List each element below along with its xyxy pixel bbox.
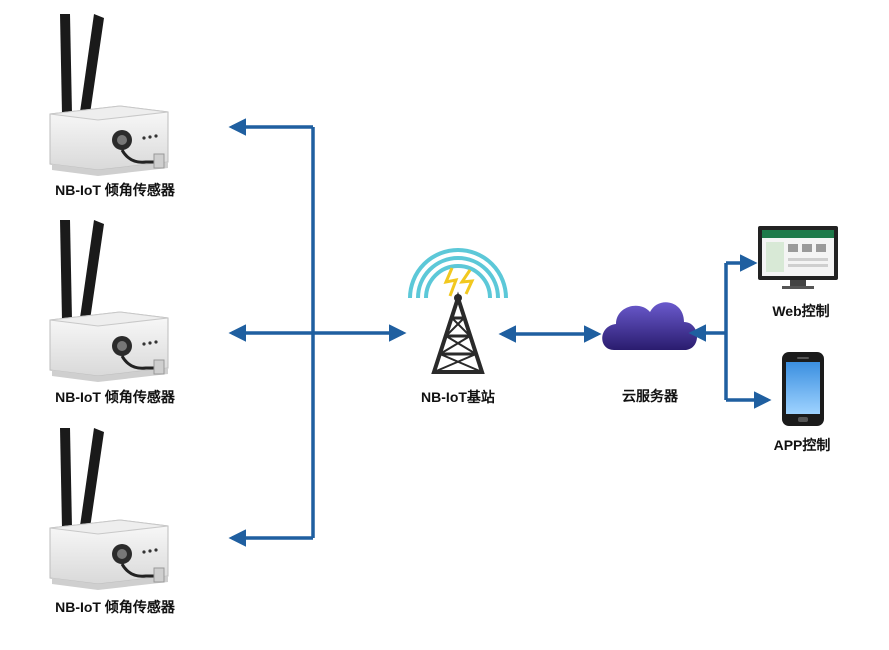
sensor-device-1 bbox=[48, 12, 170, 178]
web-label: Web控制 bbox=[772, 303, 830, 319]
sensor-label-3: NB-IoT 倾角传感器 bbox=[55, 599, 175, 615]
sensor-device-2 bbox=[48, 218, 170, 384]
sensor-label-1: NB-IoT 倾角传感器 bbox=[55, 182, 175, 198]
sensor-label-2: NB-IoT 倾角传感器 bbox=[55, 389, 175, 405]
monitor-icon bbox=[758, 226, 838, 289]
sensor-bracket-arrows bbox=[228, 118, 407, 547]
cloud-icon bbox=[602, 302, 698, 350]
base-station-label: NB-IoT基站 bbox=[421, 389, 495, 405]
smartphone-icon bbox=[782, 352, 824, 426]
sensor-device-3 bbox=[48, 426, 170, 592]
app-label: APP控制 bbox=[773, 437, 831, 453]
cloud-fork-arrows bbox=[688, 254, 772, 409]
cell-tower-icon bbox=[408, 248, 508, 374]
cloud-label: 云服务器 bbox=[622, 388, 678, 404]
